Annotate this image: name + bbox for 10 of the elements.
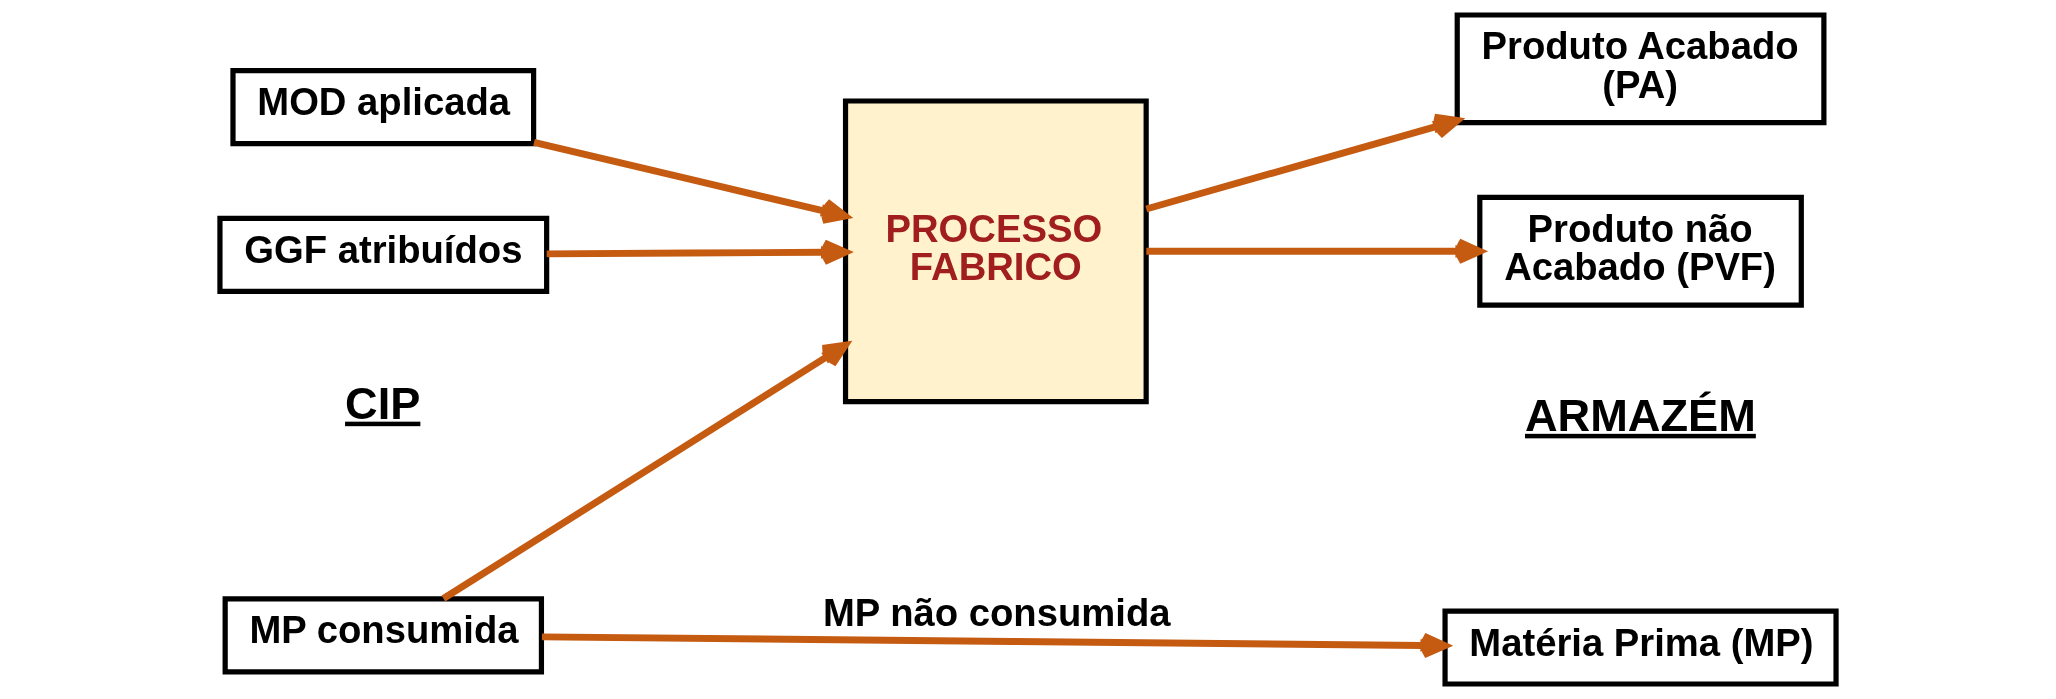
node-box: GGF atribuídos xyxy=(217,215,550,294)
node-box: PROCESSO FABRICO xyxy=(842,98,1149,405)
node-box: MOD aplicada xyxy=(230,68,537,147)
label: CIP xyxy=(345,377,421,429)
edge-label: MP não consumida xyxy=(822,590,1171,634)
node-box: Produto não Acabado (PVF) xyxy=(1477,194,1804,308)
node-box: Produto Acabado (PA) xyxy=(1454,12,1827,126)
node-box: MP consumida xyxy=(222,596,545,675)
label: ARMAZÉM xyxy=(1524,389,1756,441)
node-box: Matéria Prima (MP) xyxy=(1442,608,1839,687)
